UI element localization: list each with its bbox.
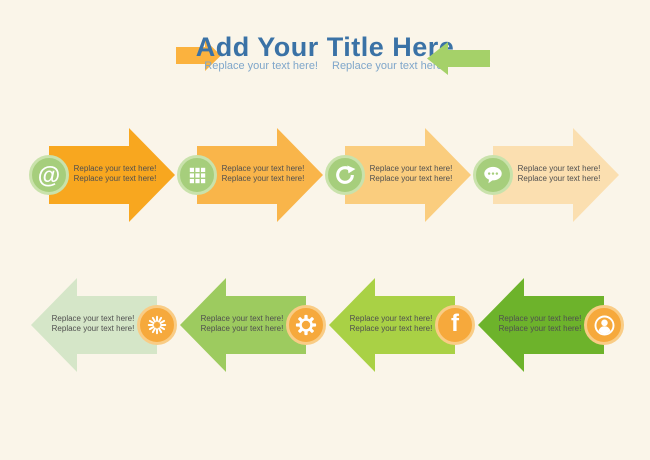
subtitle-left[interactable]: Replace your text here! [204, 60, 318, 72]
arrow-text-line2: Replace your text here! [221, 174, 305, 183]
icon-badge[interactable] [286, 305, 326, 345]
facebook-icon: f [451, 310, 459, 337]
icon-badge[interactable] [325, 155, 365, 195]
icon-badge[interactable] [137, 305, 177, 345]
arrow-shape [31, 278, 157, 372]
refresh-icon [336, 165, 356, 184]
gear-icon [295, 314, 317, 336]
icon-badge[interactable]: @ [29, 155, 69, 195]
user-icon [594, 315, 614, 335]
process-arrow-8[interactable]: Replace your text here! Replace your tex… [477, 278, 624, 372]
arrow-text[interactable]: Replace your text here! Replace your tex… [216, 164, 310, 184]
arrow-text-line1: Replace your text here! [200, 314, 284, 323]
arrow-text-line2: Replace your text here! [349, 324, 433, 333]
arrow-text-line1: Replace your text here! [349, 314, 433, 323]
arrow-text[interactable]: Replace your text here! Replace your tex… [512, 164, 606, 184]
arrow-text[interactable]: Replace your text here! Replace your tex… [68, 164, 162, 184]
process-arrow-3[interactable]: Replace your text here! Replace your tex… [325, 128, 472, 222]
arrow-shape [329, 278, 455, 372]
arrow-shape [49, 128, 175, 222]
arrow-text[interactable]: Replace your text here! Replace your tex… [195, 314, 289, 334]
chat-icon [484, 166, 502, 184]
icon-badge[interactable]: f [435, 305, 475, 345]
arrow-text[interactable]: Replace your text here! Replace your tex… [344, 314, 438, 334]
process-arrow-1[interactable]: @ Replace your text here! Replace your t… [29, 128, 176, 222]
process-arrow-6[interactable]: Replace your text here! Replace your tex… [179, 278, 326, 372]
arrow-shape [180, 278, 306, 372]
arrow-text-line1: Replace your text here! [517, 164, 601, 173]
arrow-text[interactable]: Replace your text here! Replace your tex… [364, 164, 458, 184]
icon-badge[interactable] [473, 155, 513, 195]
arrow-text-line2: Replace your text here! [498, 324, 582, 333]
arrow-text-line2: Replace your text here! [51, 324, 135, 333]
arrow-text[interactable]: Replace your text here! Replace your tex… [46, 314, 140, 334]
arrow-shape [493, 128, 619, 222]
arrow-text-line1: Replace your text here! [498, 314, 582, 323]
left-arrow-icon[interactable] [426, 42, 490, 75]
process-arrow-4[interactable]: Replace your text here! Replace your tex… [473, 128, 620, 222]
subtitle-right[interactable]: Replace your text here! [332, 60, 446, 72]
at-icon: @ [37, 161, 61, 188]
arrow-text-line1: Replace your text here! [221, 164, 305, 173]
page-subtitle: Replace your text here! Replace your text… [0, 60, 650, 72]
page-title[interactable]: Add Your Title Here [195, 32, 455, 62]
arrow-text-line1: Replace your text here! [369, 164, 453, 173]
arrow-text-line2: Replace your text here! [369, 174, 453, 183]
arrow-text-line2: Replace your text here! [200, 324, 284, 333]
arrow-text-line1: Replace your text here! [51, 314, 135, 323]
grid-icon [189, 167, 205, 183]
sun-icon [147, 315, 167, 335]
icon-badge[interactable] [177, 155, 217, 195]
arrow-shape [197, 128, 323, 222]
right-arrow-icon[interactable] [176, 40, 222, 71]
arrow-text-line2: Replace your text here! [517, 174, 601, 183]
arrow-text-line1: Replace your text here! [73, 164, 157, 173]
process-arrow-7[interactable]: f Replace your text here! Replace your t… [328, 278, 475, 372]
process-arrow-5[interactable]: Replace your text here! Replace your tex… [30, 278, 177, 372]
icon-badge[interactable] [584, 305, 624, 345]
arrow-text-line2: Replace your text here! [73, 174, 157, 183]
arrow-shape [345, 128, 471, 222]
process-arrow-2[interactable]: Replace your text here! Replace your tex… [177, 128, 324, 222]
arrow-text[interactable]: Replace your text here! Replace your tex… [493, 314, 587, 334]
arrow-shape [478, 278, 604, 372]
